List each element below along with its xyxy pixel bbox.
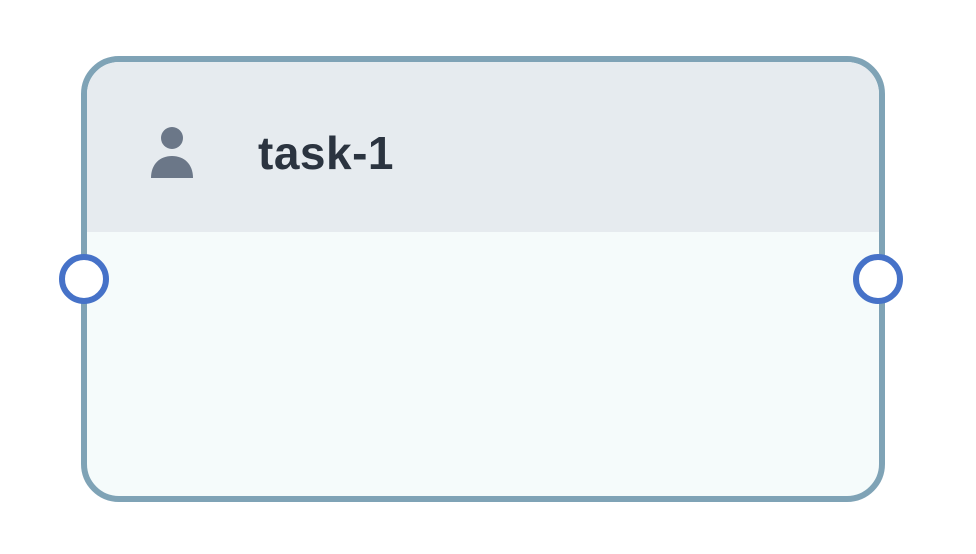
left-connection-port[interactable] [59, 254, 109, 304]
user-icon [151, 127, 193, 178]
right-connection-port[interactable] [853, 254, 903, 304]
task-node[interactable]: task-1 [81, 56, 885, 502]
task-node-header: task-1 [87, 62, 879, 232]
task-node-title: task-1 [258, 127, 394, 179]
